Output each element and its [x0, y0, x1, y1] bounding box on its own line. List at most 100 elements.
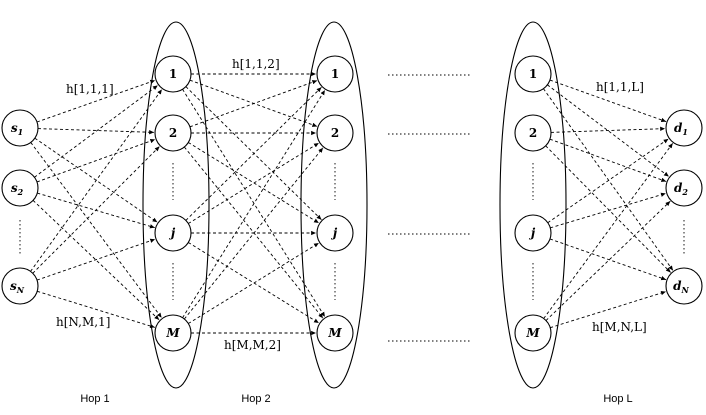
relay-node-layer1-2: 2 [154, 114, 192, 152]
destination-node-d1-subscript: 1 [682, 127, 688, 137]
edge-hopL-1-d1 [550, 126, 666, 133]
relay-node-layer1-j: j [154, 214, 192, 252]
nodes-group: s1 s2 sN d1 d2 dN 1 2 jM 1 2 jM 1 2 jM [1, 55, 703, 352]
relay-node-layerL-1-circle [514, 55, 552, 93]
relay-node-layer2-1: 1 [316, 55, 354, 93]
destination-node-dN-subscript: N [681, 285, 690, 295]
relay-node-layerL-2-label: 2 [529, 126, 537, 140]
relay-node-layer2-j: j [316, 214, 354, 252]
edge-hopL-2-dN [549, 238, 667, 281]
hop-label-2: Hop 2 [241, 393, 270, 405]
edge-labels-group: h[1,1,1] h[N,M,1] h[1,1,2] h[M,M,2] h[1,… [56, 57, 647, 352]
source-node-sN-subscript: N [16, 285, 25, 295]
relay-node-layer2-M-circle [316, 314, 354, 352]
source-node-s2: s2 [1, 169, 39, 207]
edge-hopL-3-d1 [543, 143, 674, 319]
destination-node-d1: d1 [665, 109, 703, 147]
edge-hop2-0-2 [185, 86, 322, 221]
relay-node-layerL-M-circle [514, 314, 552, 352]
edge-hop1-sN-2 [36, 238, 156, 281]
relay-node-layer1-M-label: M [165, 326, 180, 340]
edge-hopL-1-d2 [549, 138, 667, 182]
relay-node-layerL-1: 1 [514, 55, 552, 93]
relay-group-ellipse-2 [300, 21, 368, 389]
edge-hop2-2-3 [188, 242, 320, 324]
relay-node-layer2-2-label: 2 [331, 126, 339, 140]
hop-labels-group: Hop 1 Hop 2 Hop L [80, 393, 632, 405]
relay-node-layer1-1-circle [154, 55, 192, 93]
edge-hopL-2-d1 [547, 138, 669, 224]
relay-node-layerL-j: j [514, 214, 552, 252]
edge-hop2-1-0 [189, 80, 318, 128]
relay-node-layer1-1: 1 [154, 55, 192, 93]
destination-node-dN: dN [665, 267, 703, 305]
edges-group [30, 71, 674, 336]
relay-node-layer2-1-circle [316, 55, 354, 93]
relay-node-layerL-M-label: M [525, 326, 540, 340]
destination-node-d2-subscript: 2 [681, 187, 688, 197]
relay-node-layer2-M-label: M [327, 326, 342, 340]
edge-hop1-s2-1 [36, 139, 156, 183]
relay-node-layer2-j-label: j [331, 226, 338, 240]
edge-hop1-s2-3 [32, 200, 160, 321]
relay-node-layerL-2-circle [514, 114, 552, 152]
relay-node-layerL-M: M [514, 314, 552, 352]
edge-hop2-2-1 [188, 142, 320, 224]
edge-label-hopL-bottom: h[M,N,L] [592, 320, 647, 334]
relay-node-layer2-M: M [316, 314, 354, 352]
relay-group-ellipse-1 [142, 21, 210, 389]
hop-label-L: Hop L [603, 393, 632, 405]
destination-node-dN-circle [665, 267, 703, 305]
edge-hop1-s1-3 [30, 142, 162, 319]
edge-hop2-2-0 [185, 86, 322, 221]
edge-hopL-2-d2 [550, 192, 666, 229]
source-node-s1-subscript: 1 [18, 127, 24, 137]
edge-label-hop1-bottom: h[N,M,1] [56, 315, 110, 329]
edge-hop1-s1-0 [36, 79, 156, 123]
source-node-s2-circle [1, 169, 39, 207]
relay-group-ellipse-3 [499, 21, 567, 389]
edge-label-hop2-bottom: h[M,M,2] [224, 338, 281, 352]
edge-hop1-sN-1 [32, 146, 160, 274]
relay-node-layerL-j-label: j [529, 226, 536, 240]
source-node-s1-circle [1, 109, 39, 147]
edge-hop1-sN-3 [37, 290, 155, 329]
source-node-sN-circle [1, 267, 39, 305]
relay-node-layerL-1-label: 1 [529, 67, 537, 81]
edge-hopL-3-d2 [545, 200, 671, 321]
edge-hop1-s2-0 [34, 84, 159, 178]
relay-group-ellipses [142, 21, 567, 389]
relay-node-layer1-1-label: 1 [169, 67, 177, 81]
edge-label-hop1-top: h[1,1,1] [66, 82, 114, 96]
edge-hop2-3-1 [183, 147, 324, 320]
edge-label-hopL-top: h[1,1,L] [596, 80, 644, 94]
vertical-ellipsis-group [19, 163, 685, 300]
edge-hopL-0-d2 [547, 84, 670, 177]
continuation-dots [388, 74, 472, 342]
edge-hopL-0-dN [543, 88, 674, 271]
relay-node-layer2-j-circle [316, 214, 354, 252]
hop-label-1: Hop 1 [80, 393, 109, 405]
edge-label-hop2-top: h[1,1,2] [232, 57, 280, 71]
edge-hopL-0-d1 [549, 79, 667, 123]
relay-node-layer1-2-circle [154, 114, 192, 152]
relay-node-layerL-j-circle [514, 214, 552, 252]
edge-hopL-3-dN [550, 291, 666, 329]
relay-node-layer2-2: 2 [316, 114, 354, 152]
source-node-s2-subscript: 2 [17, 187, 24, 197]
destination-node-d2: d2 [665, 169, 703, 207]
relay-node-layer2-1-label: 1 [331, 67, 339, 81]
destination-node-d2-circle [665, 169, 703, 207]
edge-hop1-sN-0 [30, 89, 163, 272]
relay-node-layer2-2-circle [316, 114, 354, 152]
relay-node-layerL-2: 2 [514, 114, 552, 152]
source-node-s1: s1 [1, 109, 39, 147]
edge-hop1-s1-1 [37, 128, 155, 135]
destination-node-d1-circle [665, 109, 703, 147]
edge-hopL-1-dN [545, 145, 671, 273]
relay-node-layer1-2-label: 2 [169, 126, 177, 140]
source-node-sN: sN [1, 267, 39, 305]
relay-node-layer1-j-circle [154, 214, 192, 252]
relay-node-layer1-j-label: j [169, 226, 176, 240]
